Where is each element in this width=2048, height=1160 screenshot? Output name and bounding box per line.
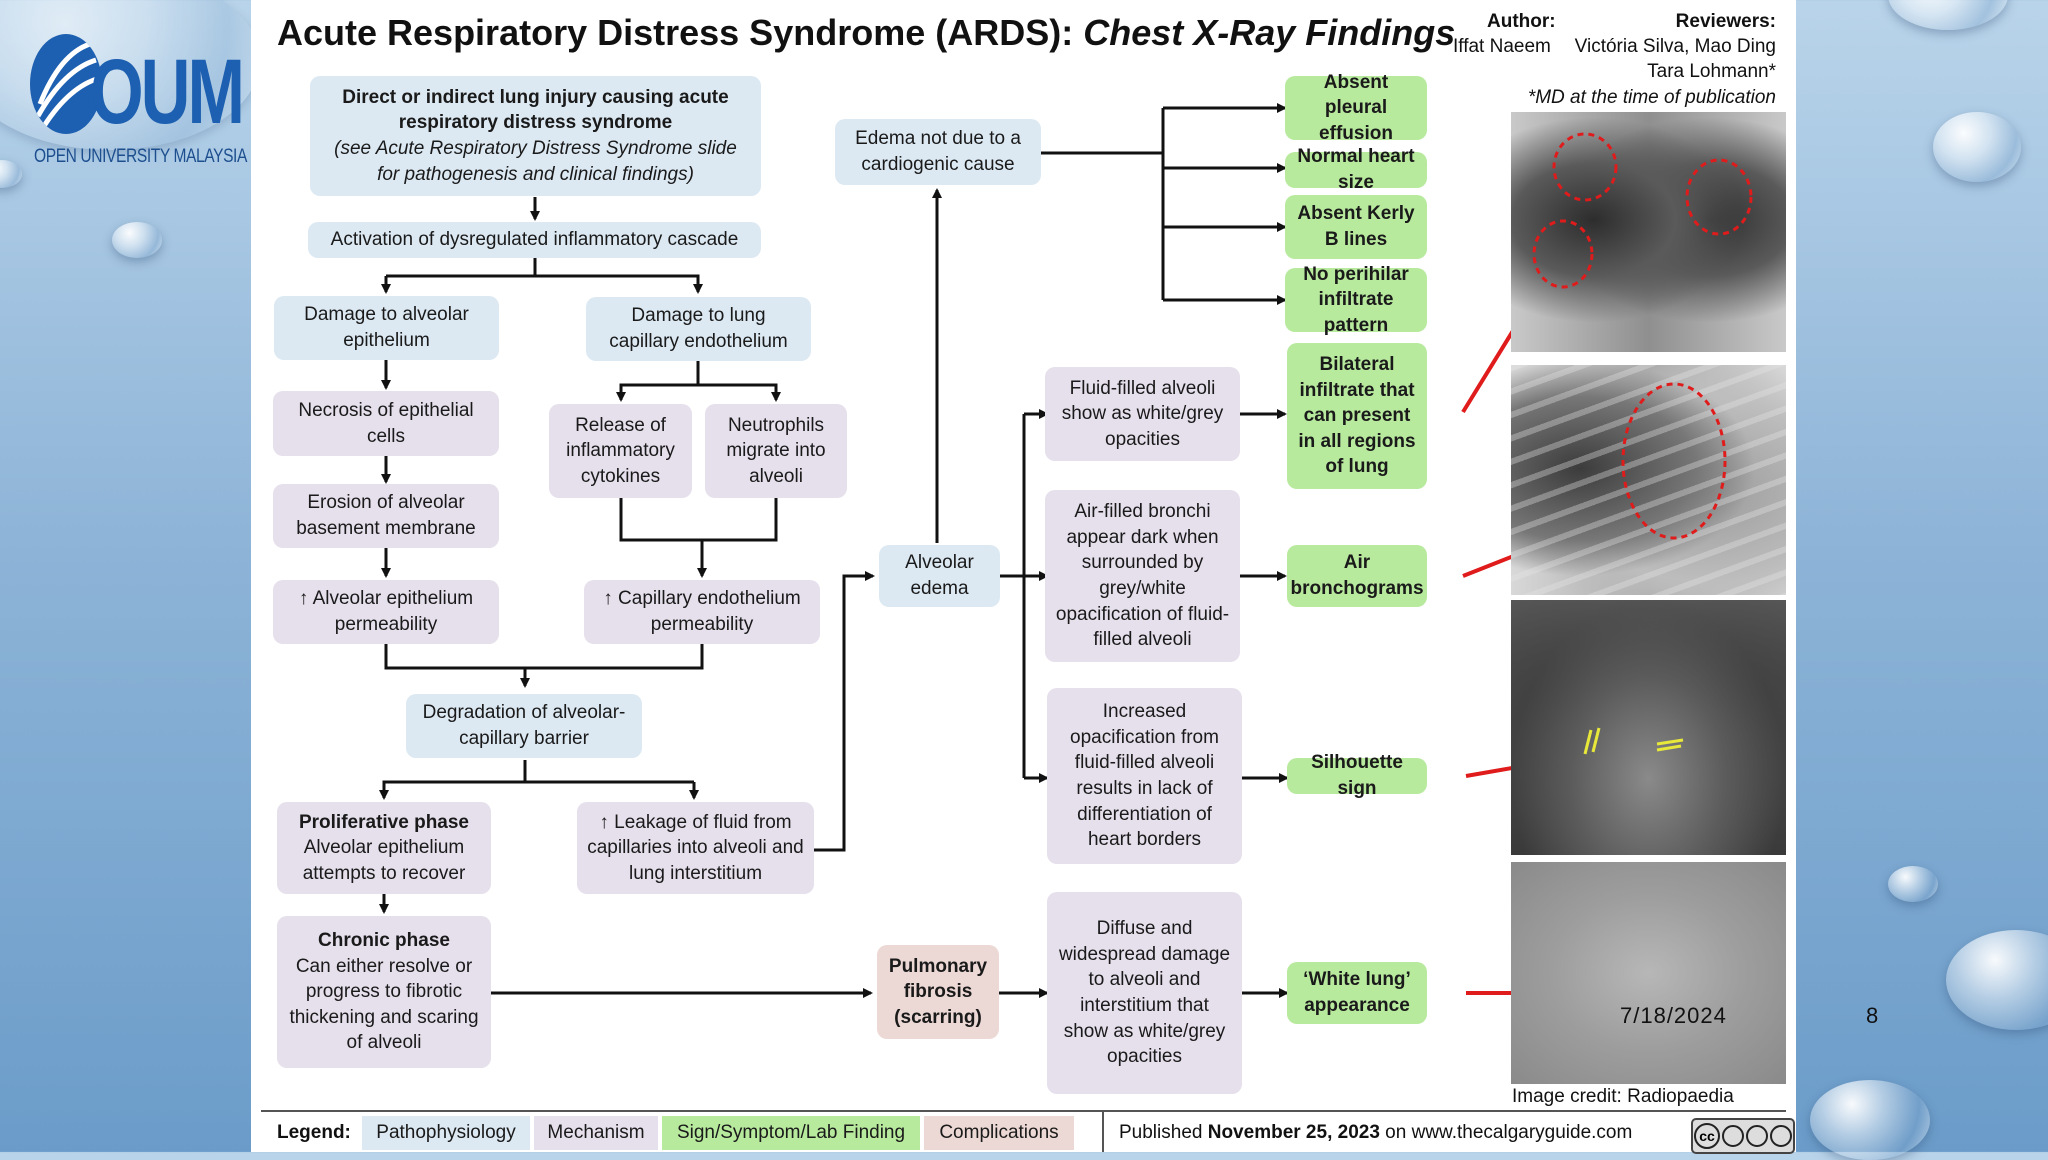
legend-separator [1102,1112,1104,1152]
chest-xray-image-3 [1511,600,1786,855]
logo-subtitle: OPEN UNIVERSITY MALAYSIA [34,146,247,167]
necrosis-node: Necrosis of epithelial cells [273,391,499,456]
slide-page-number: 8 [1866,1003,1879,1028]
water-drop [1933,112,2021,182]
page-title: Acute Respiratory Distress Syndrome (ARD… [277,12,1455,54]
slide-date: 7/18/2024 [1620,1003,1727,1028]
legend-pathophysiology: Pathophysiology [362,1116,530,1150]
increased-opacification-node: Increased opacification from fluid-fille… [1047,688,1242,864]
lung-injury-node: Direct or indirect lung injury causing a… [310,76,761,196]
alveolar-damage-node: Damage to alveolar epithelium [274,296,499,360]
author-label: Author: [1487,11,1556,32]
legend-complications: Complications [924,1116,1074,1150]
legend-mechanism: Mechanism [534,1116,658,1150]
university-logo: OUM OPEN UNIVERSITY MALAYSIA [30,22,247,172]
diffuse-damage-node: Diffuse and widespread damage to alveoli… [1047,892,1242,1094]
alveolar-permeability-node: ↑ Alveolar epithelium permeability [273,580,499,644]
sign-no-perihilar-infiltrate: No perihilar infiltrate pattern [1285,264,1427,336]
capillary-damage-node: Damage to lung capillary endothelium [586,297,811,361]
sign-bilateral-infiltrate: Bilateral infiltrate that can present in… [1287,343,1427,489]
sign-absent-pleural-effusion: Absent pleural effusion [1285,72,1427,144]
logo-brand: OUM [90,41,245,143]
cytokines-node: Release of inflammatory cytokines [549,404,692,498]
reviewers-label: Reviewers: [1675,11,1776,32]
proliferative-phase-node: Proliferative phase Alveolar epithelium … [277,802,491,894]
alveolar-edema-node: Alveolar edema [879,545,1000,607]
sign-silhouette: Silhouette sign [1287,752,1427,799]
author-name: Iffat Naeem [1453,36,1551,57]
sign-absent-kerley-b-lines: Absent Kerly B lines [1285,195,1427,259]
fluid-leakage-node: ↑ Leakage of fluid from capillaries into… [577,802,814,894]
water-drop [1888,866,1938,902]
legend-sign-finding: Sign/Symptom/Lab Finding [662,1116,920,1150]
image-credit: Image credit: Radiopaedia [1512,1086,1734,1107]
title-main: Acute Respiratory Distress Syndrome (ARD… [277,12,1084,53]
air-filled-bronchi-node: Air-filled bronchi appear dark when surr… [1045,490,1240,662]
creative-commons-license-icon: cc [1691,1118,1795,1154]
water-drop [1946,930,2048,1030]
capillary-permeability-node: ↑ Capillary endothelium permeability [584,580,820,644]
chronic-phase-node: Chronic phase Can either resolve or prog… [277,916,491,1068]
water-drop [112,222,162,258]
erosion-node: Erosion of alveolar basement membrane [273,484,499,548]
reviewers-line2: Tara Lohmann* [1647,61,1776,82]
reviewers-line1: Victória Silva, Mao Ding [1574,36,1776,57]
sign-normal-heart-size: Normal heart size [1285,146,1427,193]
barrier-degradation-node: Degradation of alveolar-capillary barrie… [406,694,642,758]
water-drop [1810,1080,1930,1160]
chest-xray-image-2 [1511,365,1786,595]
water-drop [1888,0,2008,30]
logo-globe-icon [30,34,102,134]
infographic-slide: Acute Respiratory Distress Syndrome (ARD… [251,0,1878,1154]
title-subtitle: Chest X-Ray Findings [1083,12,1456,53]
inflammatory-cascade-node: Activation of dysregulated inflammatory … [308,222,761,258]
reviewers-footnote: *MD at the time of publication [1527,87,1776,108]
chest-xray-image-1 [1511,112,1786,352]
neutrophils-node: Neutrophils migrate into alveoli [705,404,847,498]
pulmonary-fibrosis-node: Pulmonary fibrosis (scarring) [877,945,999,1039]
non-cardiogenic-edema-node: Edema not due to a cardiogenic cause [835,119,1041,185]
sign-air-bronchograms: Air bronchograms [1287,545,1427,607]
legend-divider [261,1110,1786,1112]
flow-connectors [379,103,1644,1000]
chest-xray-image-4 [1511,862,1786,1084]
legend-label: Legend: [277,1122,351,1143]
published-note: Published November 25, 2023 on www.theca… [1119,1122,1633,1143]
water-drop [0,160,22,188]
fluid-filled-alveoli-node: Fluid-filled alveoli show as white/grey … [1045,367,1240,461]
sign-white-lung: ‘White lung’ appearance [1287,962,1427,1024]
